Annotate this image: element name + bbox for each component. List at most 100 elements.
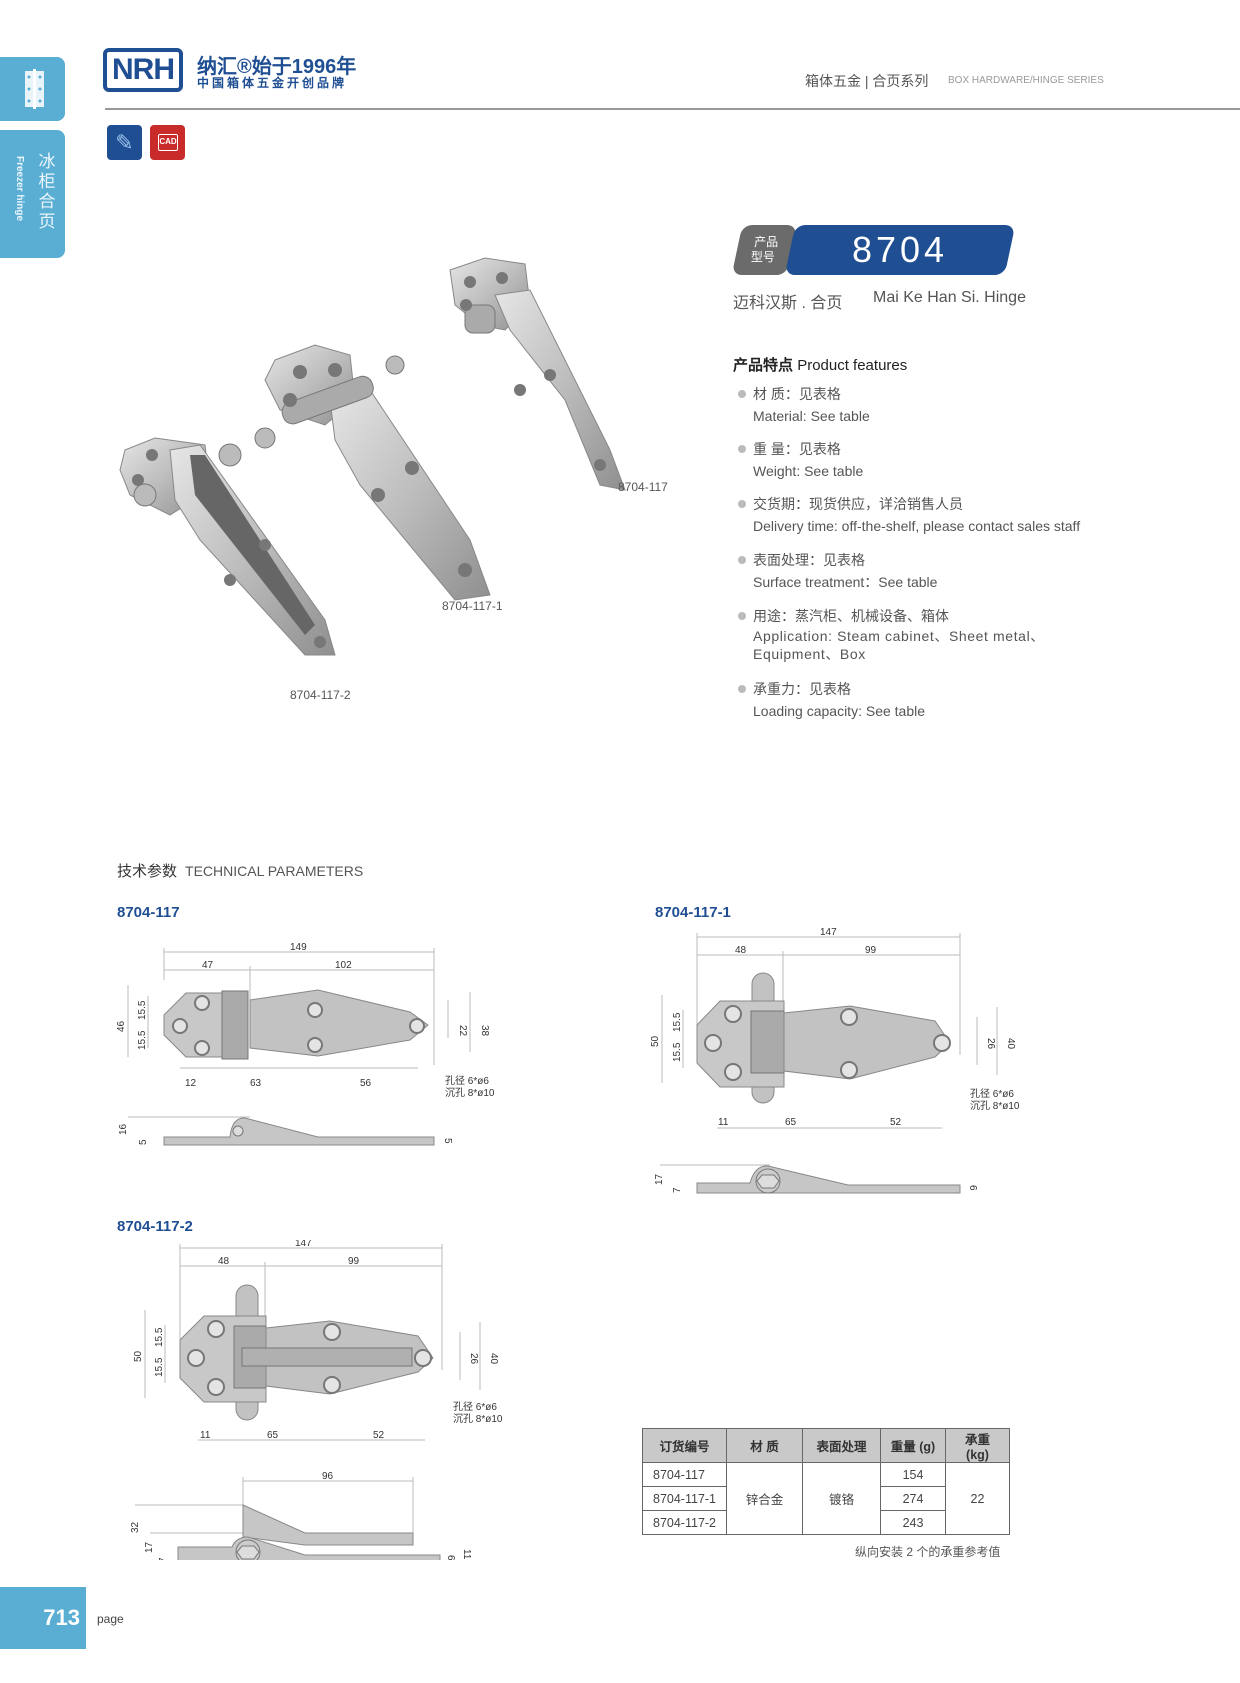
svg-text:7: 7 (672, 1187, 683, 1193)
design-tools-icon[interactable]: ✎ (107, 125, 142, 160)
table-row: 8704-117-1 274 (642, 1486, 1010, 1511)
table-note: 纵向安装 2 个的承重参考值 (855, 1545, 1001, 1559)
svg-text:孔径 6*ø6: 孔径 6*ø6 (445, 1074, 489, 1087)
svg-text:56: 56 (360, 1078, 372, 1089)
product-photo: 8704-117 8704-117-1 8704-117-2 (110, 250, 710, 710)
svg-text:6: 6 (445, 1555, 456, 1560)
svg-text:11: 11 (200, 1430, 211, 1441)
spec-table: 订货编号 材 质 表面处理 重量 (g) 承重 (kg) 8704-117 锌合… (642, 1428, 1010, 1535)
nrh-logo: NRH (103, 48, 183, 92)
svg-text:15.5: 15.5 (137, 1000, 148, 1020)
svg-text:11: 11 (718, 1117, 729, 1128)
hinge-category-tab[interactable] (0, 57, 65, 121)
series-cn: 箱体五金 | 合页系列 (805, 73, 929, 89)
brand-slogan: 纳汇®始于1996年 (197, 56, 357, 78)
svg-text:48: 48 (218, 1256, 230, 1267)
cell-code: 8704-117-2 (642, 1510, 727, 1535)
drawing-title-8704-117-1: 8704-117-1 (655, 904, 731, 921)
svg-text:50: 50 (133, 1350, 144, 1362)
svg-text:147: 147 (295, 1240, 312, 1249)
features-title: 产品特点 Product features (733, 357, 908, 374)
svg-text:5: 5 (138, 1139, 149, 1145)
svg-text:149: 149 (290, 942, 307, 953)
svg-text:40: 40 (1005, 1038, 1016, 1050)
svg-text:15.5: 15.5 (154, 1327, 165, 1347)
table-row: 8704-117 锌合金 镀铬 154 22 (642, 1462, 1010, 1535)
svg-text:沉孔 8*ø10: 沉孔 8*ø10 (970, 1099, 1020, 1112)
bullet-icon (738, 612, 746, 620)
header-order-code: 订货编号 (642, 1428, 727, 1463)
svg-text:孔径 6*ø6: 孔径 6*ø6 (970, 1087, 1014, 1100)
cell-material: 锌合金 (726, 1462, 803, 1535)
cell-weight: 243 (880, 1510, 946, 1535)
product-name-cn: 迈科汉斯 . 合页 (733, 295, 843, 312)
svg-text:5: 5 (442, 1138, 453, 1144)
series-en: BOX HARDWARE/HINGE SERIES (948, 75, 1104, 86)
photo-label-8704-117: 8704-117 (618, 480, 668, 494)
table-header-row: 订货编号 材 质 表面处理 重量 (g) 承重 (kg) (642, 1428, 1010, 1463)
drawing-8704-117-top: 149 47 102 46 15.5 15.5 22 38 12 63 56 孔… (116, 942, 495, 1146)
svg-text:17: 17 (654, 1173, 665, 1185)
product-name-en: Mai Ke Han Si. Hinge (873, 289, 1026, 306)
bullet-icon (738, 390, 746, 398)
svg-text:99: 99 (865, 945, 877, 956)
svg-text:65: 65 (785, 1117, 797, 1128)
model-number: 8704 (851, 229, 949, 270)
svg-text:26: 26 (985, 1038, 996, 1050)
svg-text:47: 47 (202, 960, 214, 971)
drawing-8704-117-1-top: 147 48 99 50 15.5 15.5 26 40 11 65 52 孔径… (650, 927, 1020, 1194)
svg-text:50: 50 (650, 1035, 661, 1047)
svg-text:26: 26 (468, 1353, 479, 1365)
svg-text:7: 7 (158, 1557, 169, 1560)
cell-weight: 154 (880, 1462, 946, 1487)
drawing-title-8704-117-2: 8704-117-2 (117, 1218, 193, 1235)
svg-text:99: 99 (348, 1256, 360, 1267)
svg-text:46: 46 (116, 1020, 127, 1032)
photo-label-8704-117-1: 8704-117-1 (442, 599, 503, 613)
svg-text:65: 65 (267, 1430, 279, 1441)
photo-label-8704-117-2: 8704-117-2 (290, 688, 351, 702)
cell-code: 8704-117 (642, 1462, 727, 1487)
svg-text:40: 40 (488, 1353, 499, 1365)
table-row: 8704-117-2 243 (642, 1510, 1010, 1535)
svg-text:沉孔 8*ø10: 沉孔 8*ø10 (453, 1412, 503, 1425)
svg-text:52: 52 (890, 1117, 902, 1128)
cell-weight: 274 (880, 1486, 946, 1511)
category-en: Freezer hinge (14, 156, 25, 222)
svg-text:15.5: 15.5 (137, 1030, 148, 1050)
brand-subtitle: 中国箱体五金开创品牌 (197, 76, 348, 90)
header-divider (105, 108, 1240, 110)
cell-load: 22 (945, 1462, 1010, 1535)
header-material: 材 质 (726, 1428, 803, 1463)
drawing-8704-117-2-top: 147 48 99 50 15.5 15.5 26 40 11 65 52 孔径… (130, 1240, 503, 1560)
freezer-hinge-tab[interactable]: 冰柜合页 Freezer hinge (0, 130, 65, 258)
drawing-title-8704-117: 8704-117 (117, 904, 180, 921)
svg-text:48: 48 (735, 945, 747, 956)
svg-text:63: 63 (250, 1078, 262, 1089)
bullet-icon (738, 556, 746, 564)
cell-surface: 镀铬 (802, 1462, 881, 1535)
svg-text:孔径 6*ø6: 孔径 6*ø6 (453, 1400, 497, 1413)
svg-text:15.5: 15.5 (672, 1012, 683, 1032)
svg-text:147: 147 (820, 927, 837, 938)
svg-text:96: 96 (322, 1471, 334, 1482)
header-surface: 表面处理 (802, 1428, 881, 1463)
svg-text:沉孔 8*ø10: 沉孔 8*ø10 (445, 1086, 495, 1099)
bullet-icon (738, 500, 746, 508)
hinge-icon (25, 69, 44, 109)
bullet-icon (738, 445, 746, 453)
svg-text:6: 6 (967, 1185, 978, 1191)
svg-text:22: 22 (457, 1025, 468, 1037)
svg-text:38: 38 (479, 1025, 490, 1037)
cad-file-icon[interactable]: CAD (150, 125, 185, 160)
svg-text:52: 52 (373, 1430, 385, 1441)
cell-code: 8704-117-1 (642, 1486, 727, 1511)
header-weight: 重量 (g) (880, 1428, 946, 1463)
svg-text:17: 17 (144, 1541, 155, 1553)
